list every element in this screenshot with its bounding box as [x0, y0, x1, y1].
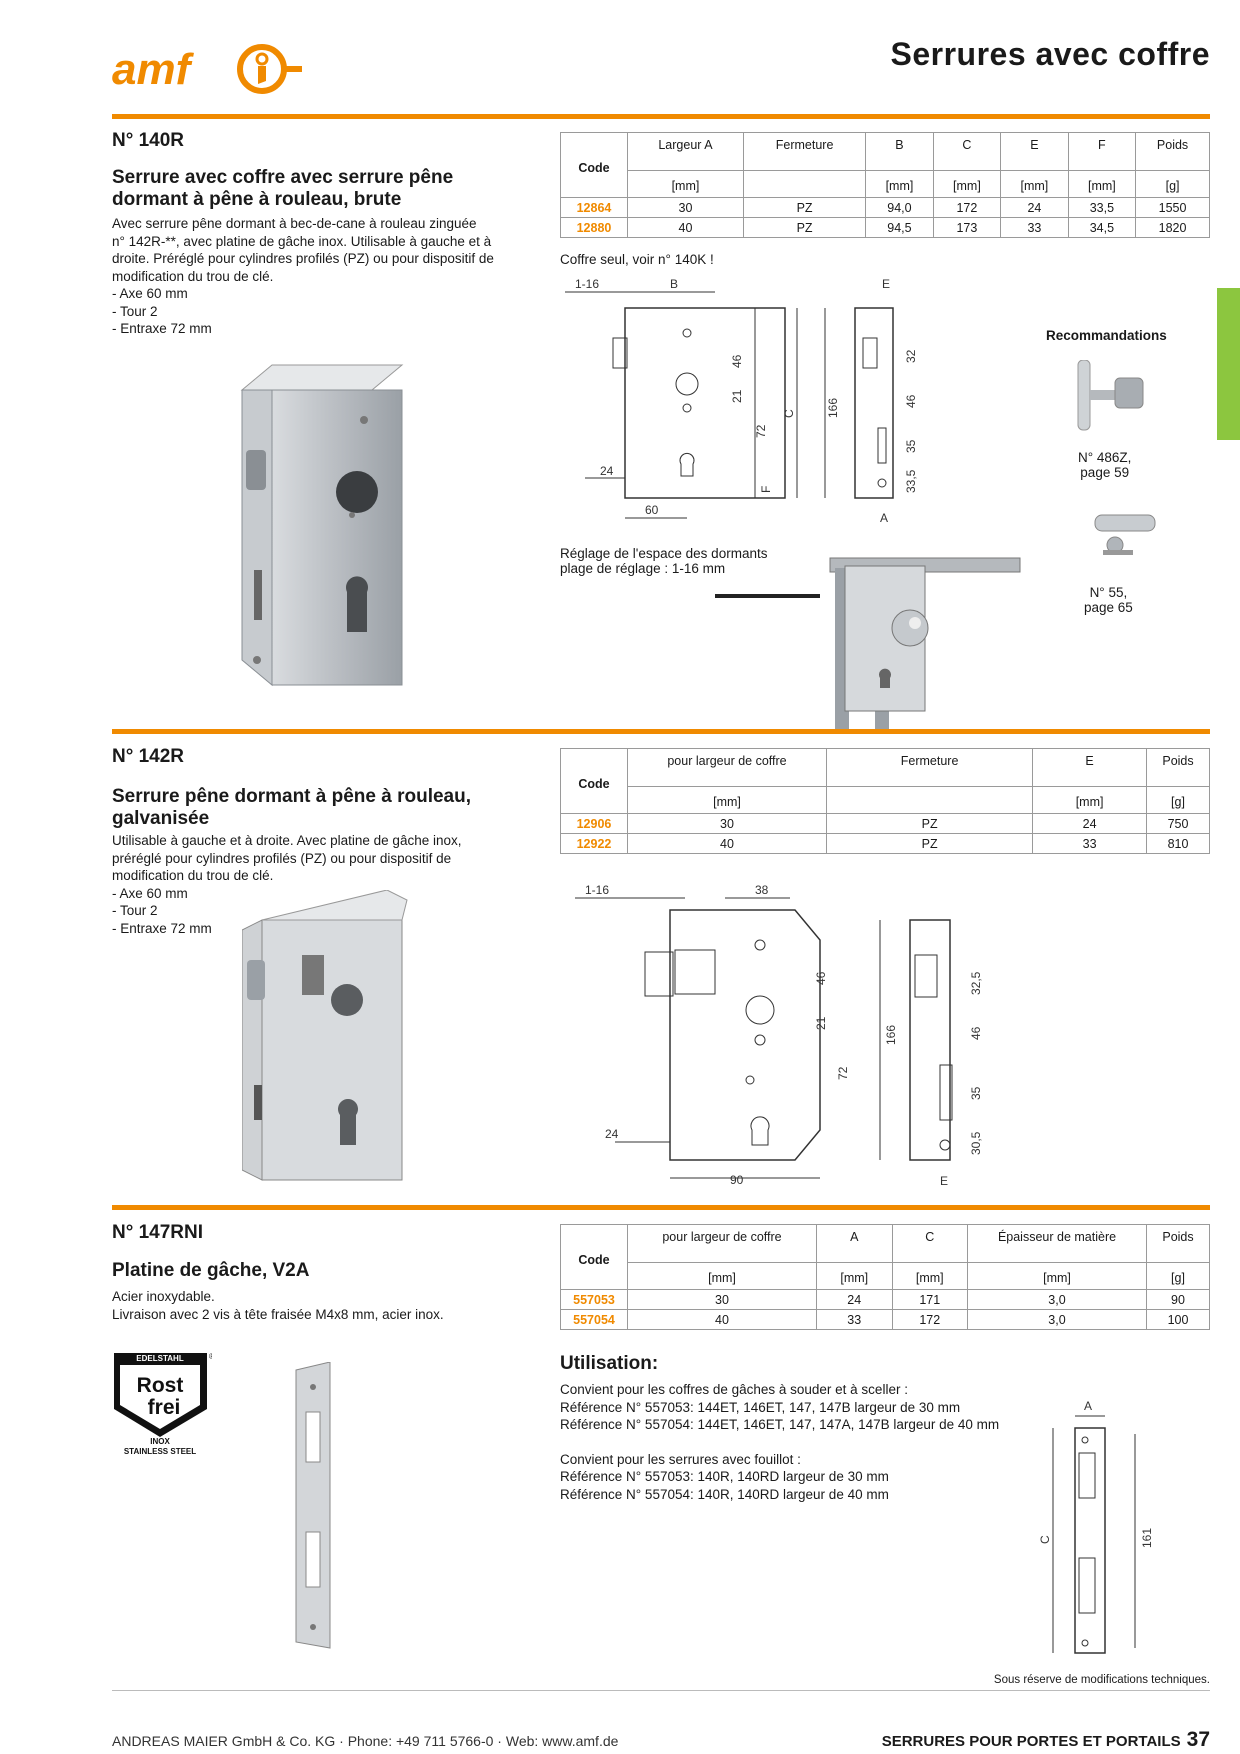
svg-text:32: 32 — [904, 349, 918, 363]
technical-drawing-142r: 1-16 38 46 21 72 24 90 166 32,5 46 35 30… — [575, 883, 983, 1188]
svg-text:EDELSTAHL: EDELSTAHL — [136, 1354, 184, 1363]
svg-text:46: 46 — [730, 354, 744, 368]
product-table-147rni: Code pour largeur de coffre A C Épaisseu… — [560, 1224, 1210, 1330]
svg-text:60: 60 — [645, 503, 659, 517]
svg-text:35: 35 — [904, 439, 918, 453]
recommendation-1[interactable]: N° 486Z,page 59 — [1078, 450, 1132, 480]
section-divider — [112, 114, 1210, 119]
svg-text:24: 24 — [605, 1127, 619, 1141]
svg-text:Rost: Rost — [137, 1374, 184, 1397]
product-code-link[interactable]: 12880 — [560, 217, 628, 238]
svg-text:1-16: 1-16 — [585, 883, 609, 897]
svg-text:21: 21 — [730, 389, 744, 403]
svg-text:A: A — [880, 511, 888, 525]
svg-text:C: C — [782, 409, 796, 418]
utilisation-heading: Utilisation: — [560, 1353, 659, 1374]
product-description: Acier inoxydable.Livraison avec 2 vis à … — [112, 1289, 444, 1322]
page-title: Serrures avec coffre — [890, 36, 1210, 72]
svg-text:21: 21 — [814, 1016, 828, 1030]
svg-text:E: E — [940, 1174, 948, 1188]
recommendation-2[interactable]: N° 55,page 65 — [1084, 585, 1133, 615]
product-title: Serrure avec coffre avec serrure pêne do… — [112, 167, 454, 210]
mortise-lock-photo — [242, 890, 408, 1181]
product-number: N° 140R — [112, 130, 185, 151]
footer-note: Sous réserve de modifications techniques… — [993, 1674, 1210, 1686]
product-code-link[interactable]: 12906 — [560, 813, 628, 834]
svg-text:46: 46 — [814, 971, 828, 985]
footer-divider — [112, 1690, 1210, 1691]
svg-text:24: 24 — [600, 464, 614, 478]
svg-text:72: 72 — [754, 424, 768, 438]
svg-text:INOX: INOX — [150, 1437, 170, 1446]
svg-text:STAINLESS STEEL: STAINLESS STEEL — [124, 1447, 196, 1456]
technical-drawing-front: 1-16 B 46 21 72 F C 166 E 32 46 35 33,5 … — [565, 278, 918, 525]
svg-text:33,5: 33,5 — [904, 469, 918, 493]
product-title: Serrure pêne dormant à pêne à rouleau,ga… — [112, 786, 471, 829]
rostfrei-badge: EDELSTAHL Rost frei ® INOX STAINLESS STE… — [114, 1352, 212, 1456]
svg-text:B: B — [670, 278, 678, 291]
svg-text:30,5: 30,5 — [969, 1131, 983, 1155]
svg-text:166: 166 — [884, 1025, 898, 1045]
svg-text:46: 46 — [904, 394, 918, 408]
svg-text:38: 38 — [755, 883, 769, 897]
svg-text:C: C — [1038, 1535, 1052, 1544]
svg-text:72: 72 — [836, 1066, 850, 1080]
svg-text:1-16: 1-16 — [575, 278, 599, 291]
strike-plate-photo — [295, 1362, 331, 1649]
utilisation-text: Convient pour les coffres de gâches à so… — [560, 1382, 1000, 1502]
lock-box-photo — [240, 364, 404, 687]
svg-text:90: 90 — [730, 1173, 744, 1187]
company-info: ANDREAS MAIER GmbH & Co. KG · Phone: +49… — [112, 1733, 619, 1749]
product-code-link[interactable]: 12922 — [560, 833, 628, 854]
svg-text:®: ® — [209, 1352, 212, 1361]
product-number: N° 147RNI — [112, 1222, 204, 1243]
product-description: Avec serrure pêne dormant à bec-de-cane … — [112, 216, 494, 336]
svg-text:F: F — [759, 486, 773, 493]
recommendations-heading: Recommandations — [1046, 328, 1167, 343]
cylinder-image — [1094, 514, 1156, 555]
svg-text:32,5: 32,5 — [969, 971, 983, 995]
product-code-link[interactable]: 557054 — [560, 1309, 628, 1330]
svg-text:A: A — [1084, 1399, 1092, 1413]
section-divider — [112, 1205, 1210, 1210]
logo-text: amf — [112, 45, 195, 94]
page-number: 37 — [1186, 1728, 1210, 1751]
product-number: N° 142R — [112, 746, 185, 767]
amf-logo-mark: amf — [112, 44, 302, 94]
section-tab — [1217, 288, 1240, 440]
technical-drawing-147rni: A C 161 — [1038, 1399, 1154, 1654]
svg-text:161: 161 — [1140, 1528, 1154, 1548]
svg-text:frei: frei — [148, 1396, 181, 1419]
note-text: Coffre seul, voir n° 140K ! — [560, 252, 714, 267]
knob-handle-image — [1077, 360, 1144, 431]
amf-logo: amf — [112, 36, 312, 106]
product-code-link[interactable]: 12864 — [560, 197, 628, 218]
product-description: Utilisable à gauche et à droite. Avec pl… — [112, 833, 462, 936]
svg-text:E: E — [882, 278, 890, 291]
product-title: Platine de gâche, V2A — [112, 1260, 310, 1281]
svg-text:166: 166 — [826, 398, 840, 418]
svg-text:35: 35 — [969, 1086, 983, 1100]
product-table-142r: Code pour largeur de coffre Fermeture E … — [560, 748, 1210, 854]
svg-text:46: 46 — [969, 1026, 983, 1040]
product-code-link[interactable]: 557053 — [560, 1289, 628, 1310]
product-table-140r: Code Largeur A Fermeture B C E F Poids [… — [560, 132, 1210, 238]
section-divider — [112, 729, 1210, 734]
gate-installation-image — [715, 557, 1021, 733]
